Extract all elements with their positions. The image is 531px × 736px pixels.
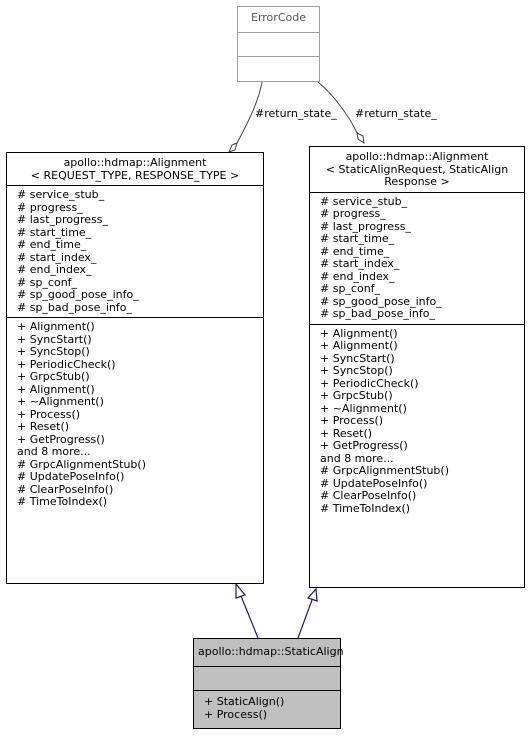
method-item: # ClearPoseInfo() [17,482,114,496]
return-state-edge-right [317,81,358,134]
attributes-section: # service_stub_ # progress_ # last_progr… [7,185,263,317]
method-item: # ClearPoseInfo() [320,489,417,502]
return-state-edge-left [236,81,263,144]
error-code-title: ErrorCode [251,11,306,24]
method-item: + PeriodicCheck() [320,376,419,390]
attribute-item: # sp_bad_pose_info_ [320,307,435,320]
attribute-item: # progress_ [320,207,386,220]
attribute-item: # sp_conf_ [17,275,78,289]
attributes-section [194,666,340,690]
class-title-line: apollo::hdmap::StaticAlign [198,645,344,658]
attribute-item: # sp_bad_pose_info_ [17,300,132,314]
alignment-static-class[interactable]: apollo::hdmap::Alignment < StaticAlignRe… [309,146,525,588]
method-item: + Process() [204,707,268,721]
method-item: # UpdatePoseInfo() [320,476,428,490]
edge-label-right: #return_state_ [355,107,437,120]
method-item: + SyncStop() [320,364,393,377]
class-title-line: < StaticAlignRequest, StaticAlign [325,162,509,176]
method-item: + Alignment() [320,339,398,352]
attribute-item: # end_time_ [320,244,390,258]
method-item: + Process() [17,407,81,421]
more-methods-note: and 8 more... [17,445,91,458]
class-title-line: apollo::hdmap::Alignment [63,156,207,169]
attribute-item: # start_time_ [320,232,395,245]
method-item: + GetProgress() [320,439,408,452]
attribute-item: # sp_conf_ [320,282,381,295]
method-item: + Reset() [320,426,373,440]
methods-section: + Alignment() + Alignment() + SyncStart(… [310,323,524,519]
method-item: + SyncStart() [17,332,92,346]
edge-label-left: #return_state_ [255,107,337,120]
method-item: + GrpcStub() [320,389,393,402]
attribute-item: # sp_good_pose_info_ [320,294,442,308]
method-item: + Reset() [17,420,70,433]
more-methods-note: and 8 more... [320,451,394,465]
attribute-item: # progress_ [17,200,83,214]
method-item: # TimeToIndex() [17,495,108,508]
attributes-section: # service_stub_ # progress_ # last_progr… [310,191,524,324]
method-item: + GetProgress() [17,432,105,446]
class-title-line: < REQUEST_TYPE, RESPONSE_TYPE > [30,168,240,182]
method-item: + ~Alignment() [17,395,104,408]
class-title-line: apollo::hdmap::Alignment [345,150,489,163]
method-item: # GrpcAlignmentStub() [320,464,449,477]
attribute-item: # service_stub_ [17,188,105,201]
method-item: + SyncStart() [320,351,395,365]
method-item: + SyncStop() [17,345,90,358]
inheritance-arrowhead-right [306,587,318,602]
method-item: + ~Alignment() [320,401,407,415]
attribute-item: # sp_good_pose_info_ [17,288,139,301]
attribute-item: # service_stub_ [320,194,408,208]
attribute-item: # end_index_ [17,263,92,276]
attribute-item: # end_index_ [320,269,395,283]
method-item: + Alignment() [17,320,95,333]
composition-diamond-right [356,132,365,145]
error-code-attributes [238,32,319,56]
method-item: # GrpcAlignmentStub() [17,457,146,471]
attribute-item: # last_progress_ [320,219,412,233]
method-item: # UpdatePoseInfo() [17,470,125,483]
method-item: + PeriodicCheck() [17,357,116,371]
composition-diamond-left [228,142,238,153]
inheritance-edge-left [240,595,259,639]
method-item: + Alignment() [17,382,95,396]
inheritance-arrowhead-left [235,582,247,599]
class-title-line: Response > [384,175,450,188]
alignment-template-class[interactable]: apollo::hdmap::Alignment < REQUEST_TYPE,… [6,152,264,584]
method-item: + GrpcStub() [17,370,90,383]
attribute-item: # last_progress_ [17,213,109,226]
attribute-item: # start_index_ [17,250,97,264]
method-item: # TimeToIndex() [320,501,411,515]
methods-section: + Alignment() + SyncStart() + SyncStop()… [7,317,263,512]
attribute-item: # start_index_ [320,257,400,270]
attribute-item: # end_time_ [17,238,87,251]
method-item: + StaticAlign() [204,695,285,708]
method-item: + Process() [320,414,384,427]
static-align-class[interactable]: apollo::hdmap::StaticAlign + StaticAlign… [193,638,344,729]
method-item: + Alignment() [320,326,398,340]
error-code-class[interactable]: ErrorCode [237,6,320,82]
error-code-methods [238,56,319,81]
methods-section: + StaticAlign() + Process() [194,690,340,724]
inheritance-edge-right [297,599,313,639]
attribute-item: # start_time_ [17,225,92,239]
